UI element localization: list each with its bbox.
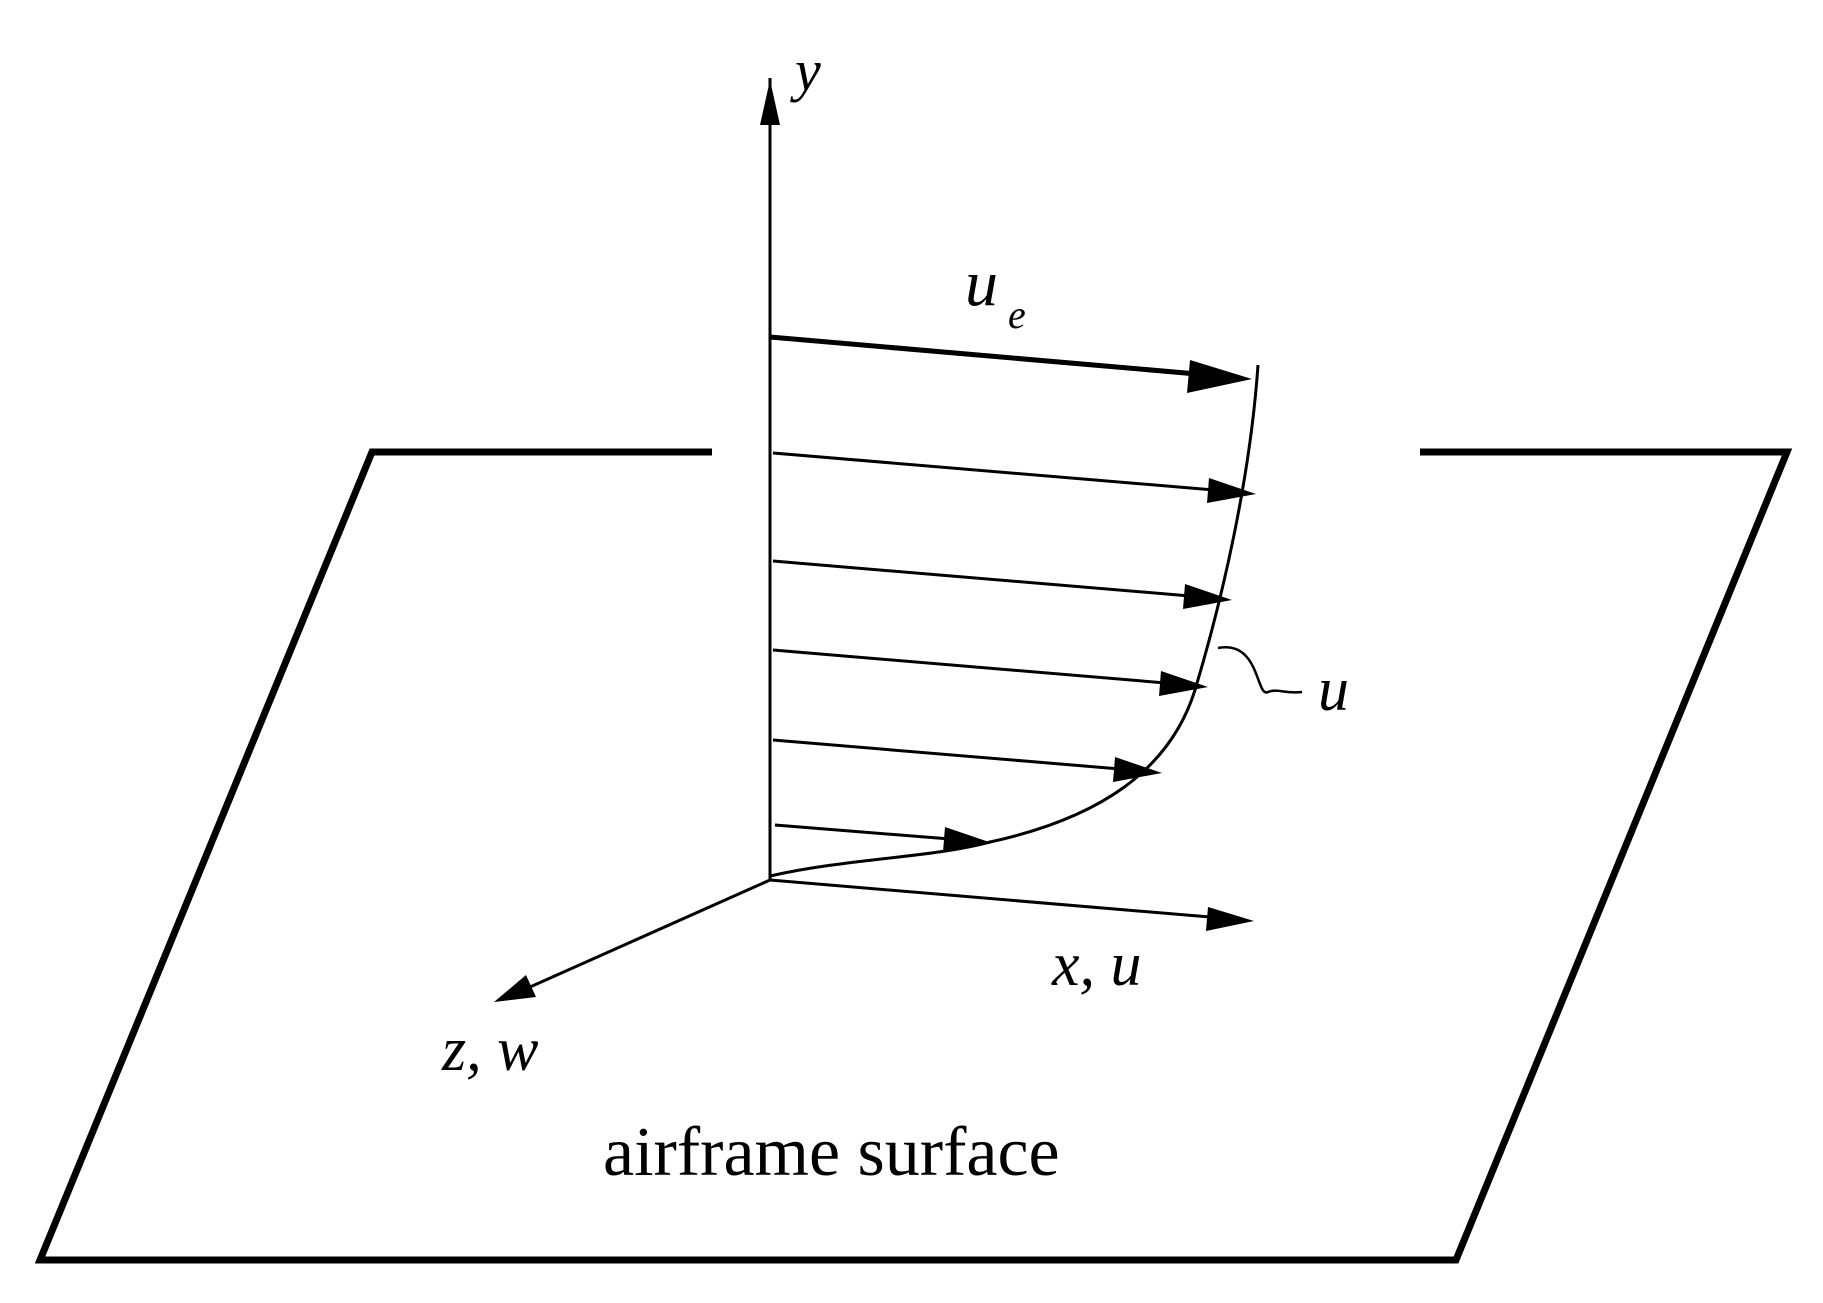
velocity-profile-curve bbox=[769, 364, 1260, 878]
velocity-arrow bbox=[772, 451, 1215, 492]
velocity-arrow bbox=[772, 559, 1191, 598]
profile-leader-line bbox=[1217, 646, 1303, 694]
surface-label: airframe surface bbox=[603, 1114, 1060, 1191]
edge-velocity-arrow bbox=[769, 334, 1198, 377]
airframe-surface-outline bbox=[34, 448, 1793, 1264]
profile-label: u bbox=[1318, 656, 1349, 724]
velocity-arrowhead bbox=[1183, 584, 1232, 609]
velocity-arrow bbox=[772, 738, 1121, 771]
x-axis bbox=[769, 878, 1211, 919]
z-axis bbox=[529, 878, 771, 989]
velocity-arrowhead bbox=[943, 827, 992, 852]
velocity-arrowhead bbox=[1159, 671, 1208, 696]
velocity-arrow bbox=[774, 823, 951, 841]
velocity-arrowhead bbox=[1113, 757, 1162, 782]
z-axis-arrowhead bbox=[494, 975, 536, 1002]
edge-velocity-arrowhead bbox=[1187, 360, 1252, 393]
edge-velocity-label: u bbox=[965, 247, 998, 320]
x-axis-arrowhead bbox=[1206, 907, 1254, 931]
edge-velocity-subscript: e bbox=[1008, 292, 1026, 337]
y-axis-label: y bbox=[790, 38, 821, 103]
x-axis-label: x, u bbox=[1051, 931, 1142, 999]
velocity-arrow bbox=[772, 648, 1167, 685]
velocity-arrowhead bbox=[1207, 478, 1256, 503]
y-axis-arrowhead bbox=[760, 80, 780, 125]
z-axis-label: z, w bbox=[441, 1016, 538, 1084]
